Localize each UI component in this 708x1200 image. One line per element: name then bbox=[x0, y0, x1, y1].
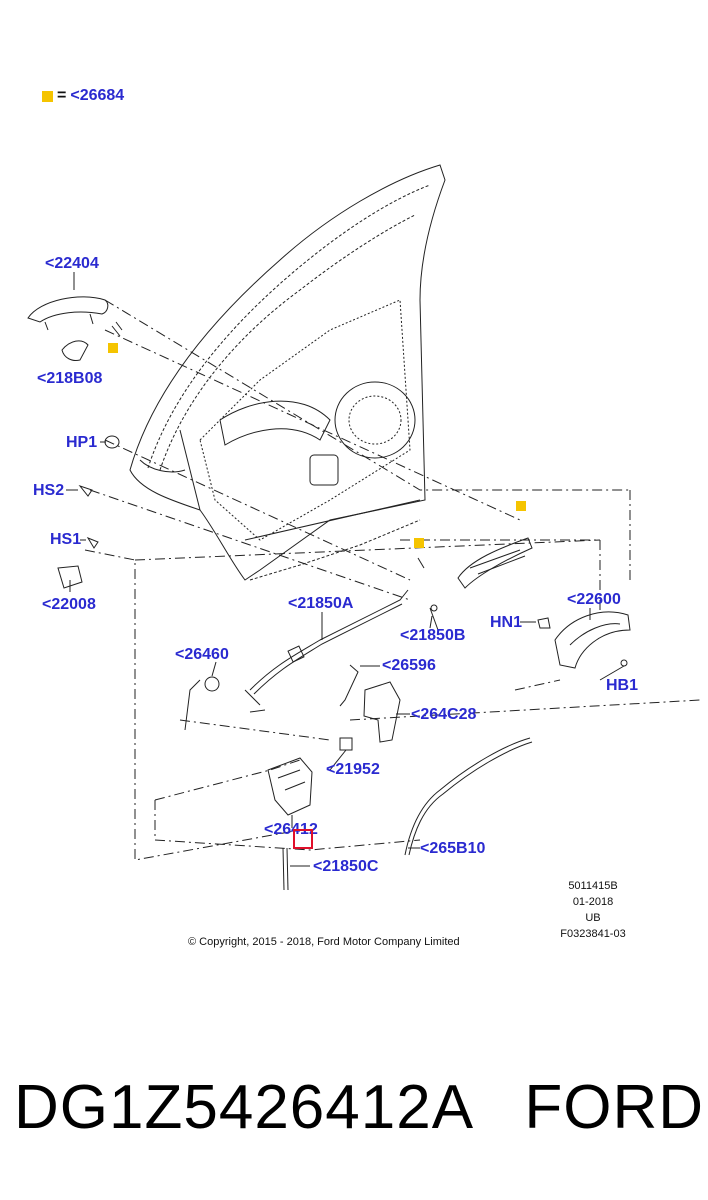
callout-21952: <21952 bbox=[326, 761, 380, 778]
callout-21850C: <21850C bbox=[313, 858, 379, 875]
rod-26460 bbox=[184, 679, 201, 731]
highlight-box bbox=[293, 829, 313, 849]
callout-HP1: HP1 bbox=[66, 434, 98, 451]
outside-handle bbox=[27, 296, 109, 323]
callout-264C28: <264C28 bbox=[411, 706, 477, 723]
door-latch-exploded-diagram bbox=[27, 164, 701, 891]
callout-21850A: <21850A bbox=[288, 595, 354, 612]
rod-26596 bbox=[339, 664, 359, 707]
callout-HS2: HS2 bbox=[33, 482, 65, 499]
latch-26412 bbox=[267, 757, 313, 816]
legend-marker-icon bbox=[42, 90, 53, 102]
callout-22404: <22404 bbox=[45, 255, 99, 272]
rod-21850C bbox=[282, 847, 285, 891]
callout-22008: <22008 bbox=[42, 596, 96, 613]
callout-22600: <22600 bbox=[567, 591, 621, 608]
legend-equals: = bbox=[57, 87, 67, 104]
cable-265B10 bbox=[404, 737, 531, 856]
callout-265B10: <265B10 bbox=[420, 840, 486, 857]
callout-26460: <26460 bbox=[175, 646, 229, 663]
meta-line-4: F0323841-03 bbox=[560, 928, 626, 940]
inside-handle bbox=[554, 611, 631, 669]
callout-26596: <26596 bbox=[382, 657, 436, 674]
yellow-marker-icon bbox=[516, 501, 526, 511]
legend: = <26684 bbox=[42, 87, 124, 105]
copyright-notice: © Copyright, 2015 - 2018, Ford Motor Com… bbox=[188, 936, 460, 948]
bracket-264C28 bbox=[363, 681, 401, 743]
brand-name: FORD bbox=[524, 1073, 704, 1142]
legend-code: <26684 bbox=[70, 87, 125, 104]
meta-line-1: 5011415B bbox=[568, 880, 618, 892]
callout-HN1: HN1 bbox=[490, 614, 523, 631]
yellow-marker-icon bbox=[414, 538, 424, 548]
meta-line-3: UB bbox=[585, 912, 601, 924]
callout-218B08: <218B08 bbox=[37, 370, 103, 387]
callout-26412: <26412 bbox=[264, 821, 318, 838]
yellow-marker-icon bbox=[108, 343, 118, 353]
callout-21850B: <21850B bbox=[400, 627, 466, 644]
door-frame bbox=[129, 164, 446, 581]
meta-line-2: 01-2018 bbox=[572, 896, 614, 908]
callout-HB1: HB1 bbox=[606, 677, 639, 694]
part-number: DG1Z5426412A bbox=[14, 1073, 475, 1142]
diagram-metadata: 5011415B 01-2018 UB F0323841-03 bbox=[548, 878, 638, 942]
callout-HS1: HS1 bbox=[50, 531, 82, 548]
cable-21850A bbox=[249, 589, 409, 691]
